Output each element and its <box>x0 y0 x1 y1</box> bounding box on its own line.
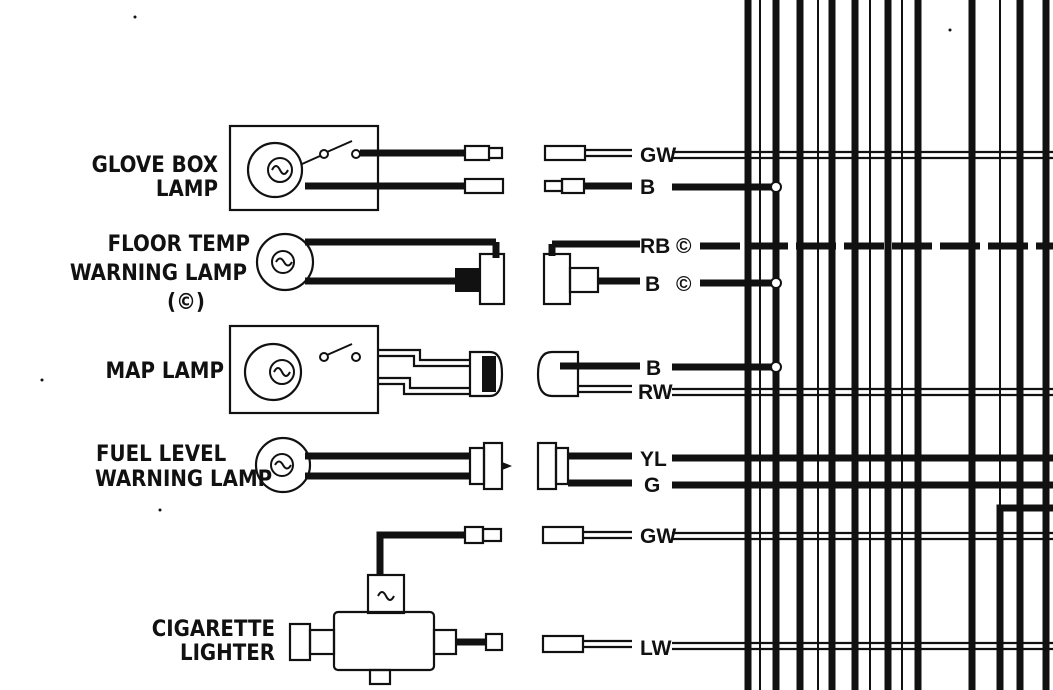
harness-crossings <box>672 150 1053 690</box>
wire-code-g: G <box>644 474 660 497</box>
wire-mark-rb: © <box>676 235 692 258</box>
map-lamp: MAP LAMP B RW <box>105 324 673 415</box>
print-specks <box>40 15 952 512</box>
wire-code-yl: YL <box>640 448 667 471</box>
floor-temp-label-2: WARNING LAMP <box>70 261 247 286</box>
bulb-icon <box>255 232 315 292</box>
wire-code-lw: LW <box>640 637 672 660</box>
switch-icon <box>319 149 329 159</box>
cigarette-lighter: CIGARETTE LIGHTER GW LW <box>152 525 676 686</box>
floor-temp-label-3: (©) <box>167 290 205 315</box>
glove-box-lamp-label-1: GLOVE BOX <box>92 153 218 178</box>
map-lamp-label: MAP LAMP <box>105 359 224 384</box>
glove-box-lamp: GLOVE BOX LAMP GW B <box>92 124 676 212</box>
wire-code-rb: RB <box>640 235 670 258</box>
fuel-level-label-1: FUEL LEVEL <box>96 442 227 467</box>
wire-code-gw: GW <box>640 144 676 167</box>
bulb-icon <box>254 436 312 494</box>
wire-code-gw-2: GW <box>640 525 676 548</box>
bulb-icon <box>246 141 304 199</box>
lighter-body <box>332 610 436 672</box>
glove-box-housing <box>228 124 380 212</box>
wire-code-b-c: B <box>645 273 660 296</box>
wire-mark-b-c: © <box>676 273 692 296</box>
map-lamp-housing <box>228 324 380 415</box>
wire-code-rw: RW <box>638 381 673 404</box>
floor-temp-warning-lamp: FLOOR TEMP WARNING LAMP (©) RB © B © <box>70 232 692 315</box>
bulb-icon <box>243 342 303 402</box>
switch-icon <box>319 352 329 362</box>
fuel-level-warning-lamp: FUEL LEVEL WARNING LAMP YL G <box>95 436 667 497</box>
cigarette-lighter-label-2: LIGHTER <box>180 641 275 666</box>
harness-bundle <box>744 0 1050 690</box>
wire-code-b-map: B <box>646 357 661 380</box>
fuel-level-label-2: WARNING LAMP <box>95 467 272 492</box>
wire-code-b: B <box>640 176 655 199</box>
floor-temp-label-1: FLOOR TEMP <box>108 232 250 257</box>
cigarette-lighter-label-1: CIGARETTE <box>152 617 275 642</box>
glove-box-lamp-label-2: LAMP <box>156 177 218 202</box>
